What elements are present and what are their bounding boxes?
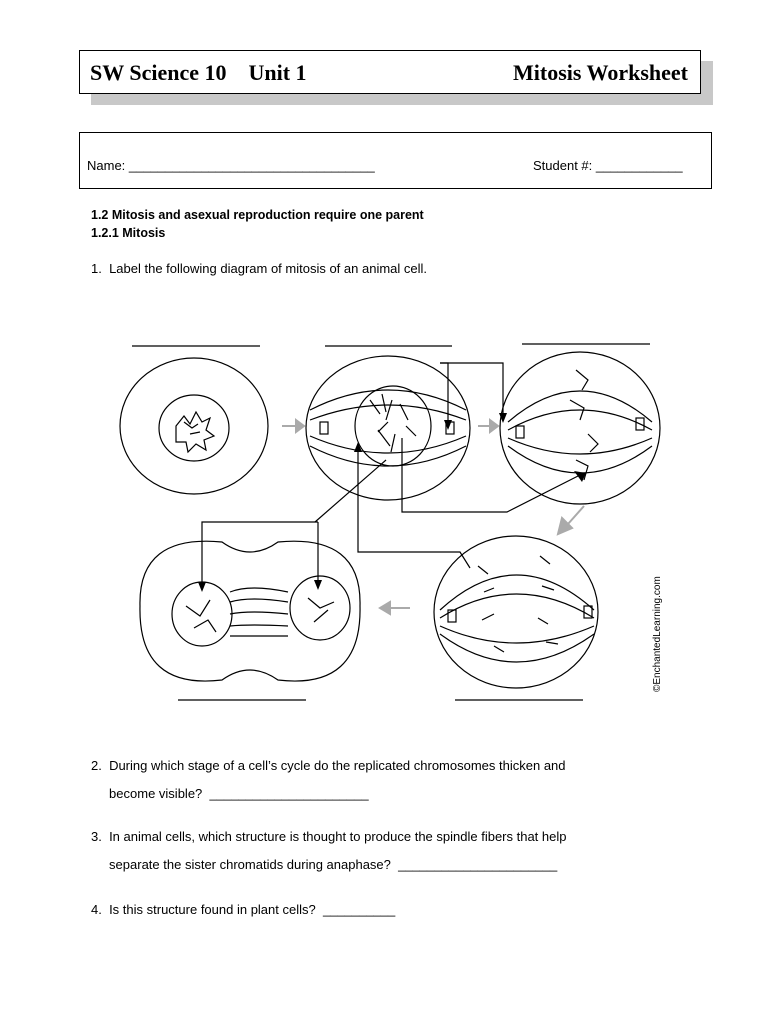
arrow-heads (198, 413, 586, 592)
mitosis-diagram (110, 330, 670, 710)
question-3-line-2[interactable]: separate the sister chromatids during an… (91, 852, 557, 878)
credit-text: ©EnchantedLearning.com (652, 576, 663, 692)
section-subheading: 1.2.1 Mitosis (91, 226, 165, 240)
course-unit: SW Science 10 Unit 1 (90, 60, 307, 86)
metaphase-cell (500, 352, 660, 504)
telophase-cell (140, 541, 360, 681)
worksheet-title: Mitosis Worksheet (513, 60, 688, 86)
interphase-cell (120, 358, 268, 494)
name-field[interactable]: Name: __________________________________ (87, 158, 375, 173)
student-info-box: Name: __________________________________… (79, 132, 712, 189)
question-2-line-2[interactable]: become visible? ______________________ (91, 781, 369, 807)
student-number-field[interactable]: Student #: ____________ (533, 158, 683, 173)
anaphase-cell (434, 536, 598, 688)
prophase-cell (306, 356, 470, 500)
question-2-line-1: 2. During which stage of a cell’s cycle … (91, 753, 566, 779)
question-4[interactable]: 4. Is this structure found in plant cell… (91, 897, 395, 923)
title-box: SW Science 10 Unit 1 Mitosis Worksheet (79, 50, 701, 94)
section-heading: 1.2 Mitosis and asexual reproduction req… (91, 208, 424, 222)
question-1: 1. Label the following diagram of mitosi… (91, 256, 427, 282)
question-3-line-1: 3. In animal cells, which structure is t… (91, 824, 566, 850)
